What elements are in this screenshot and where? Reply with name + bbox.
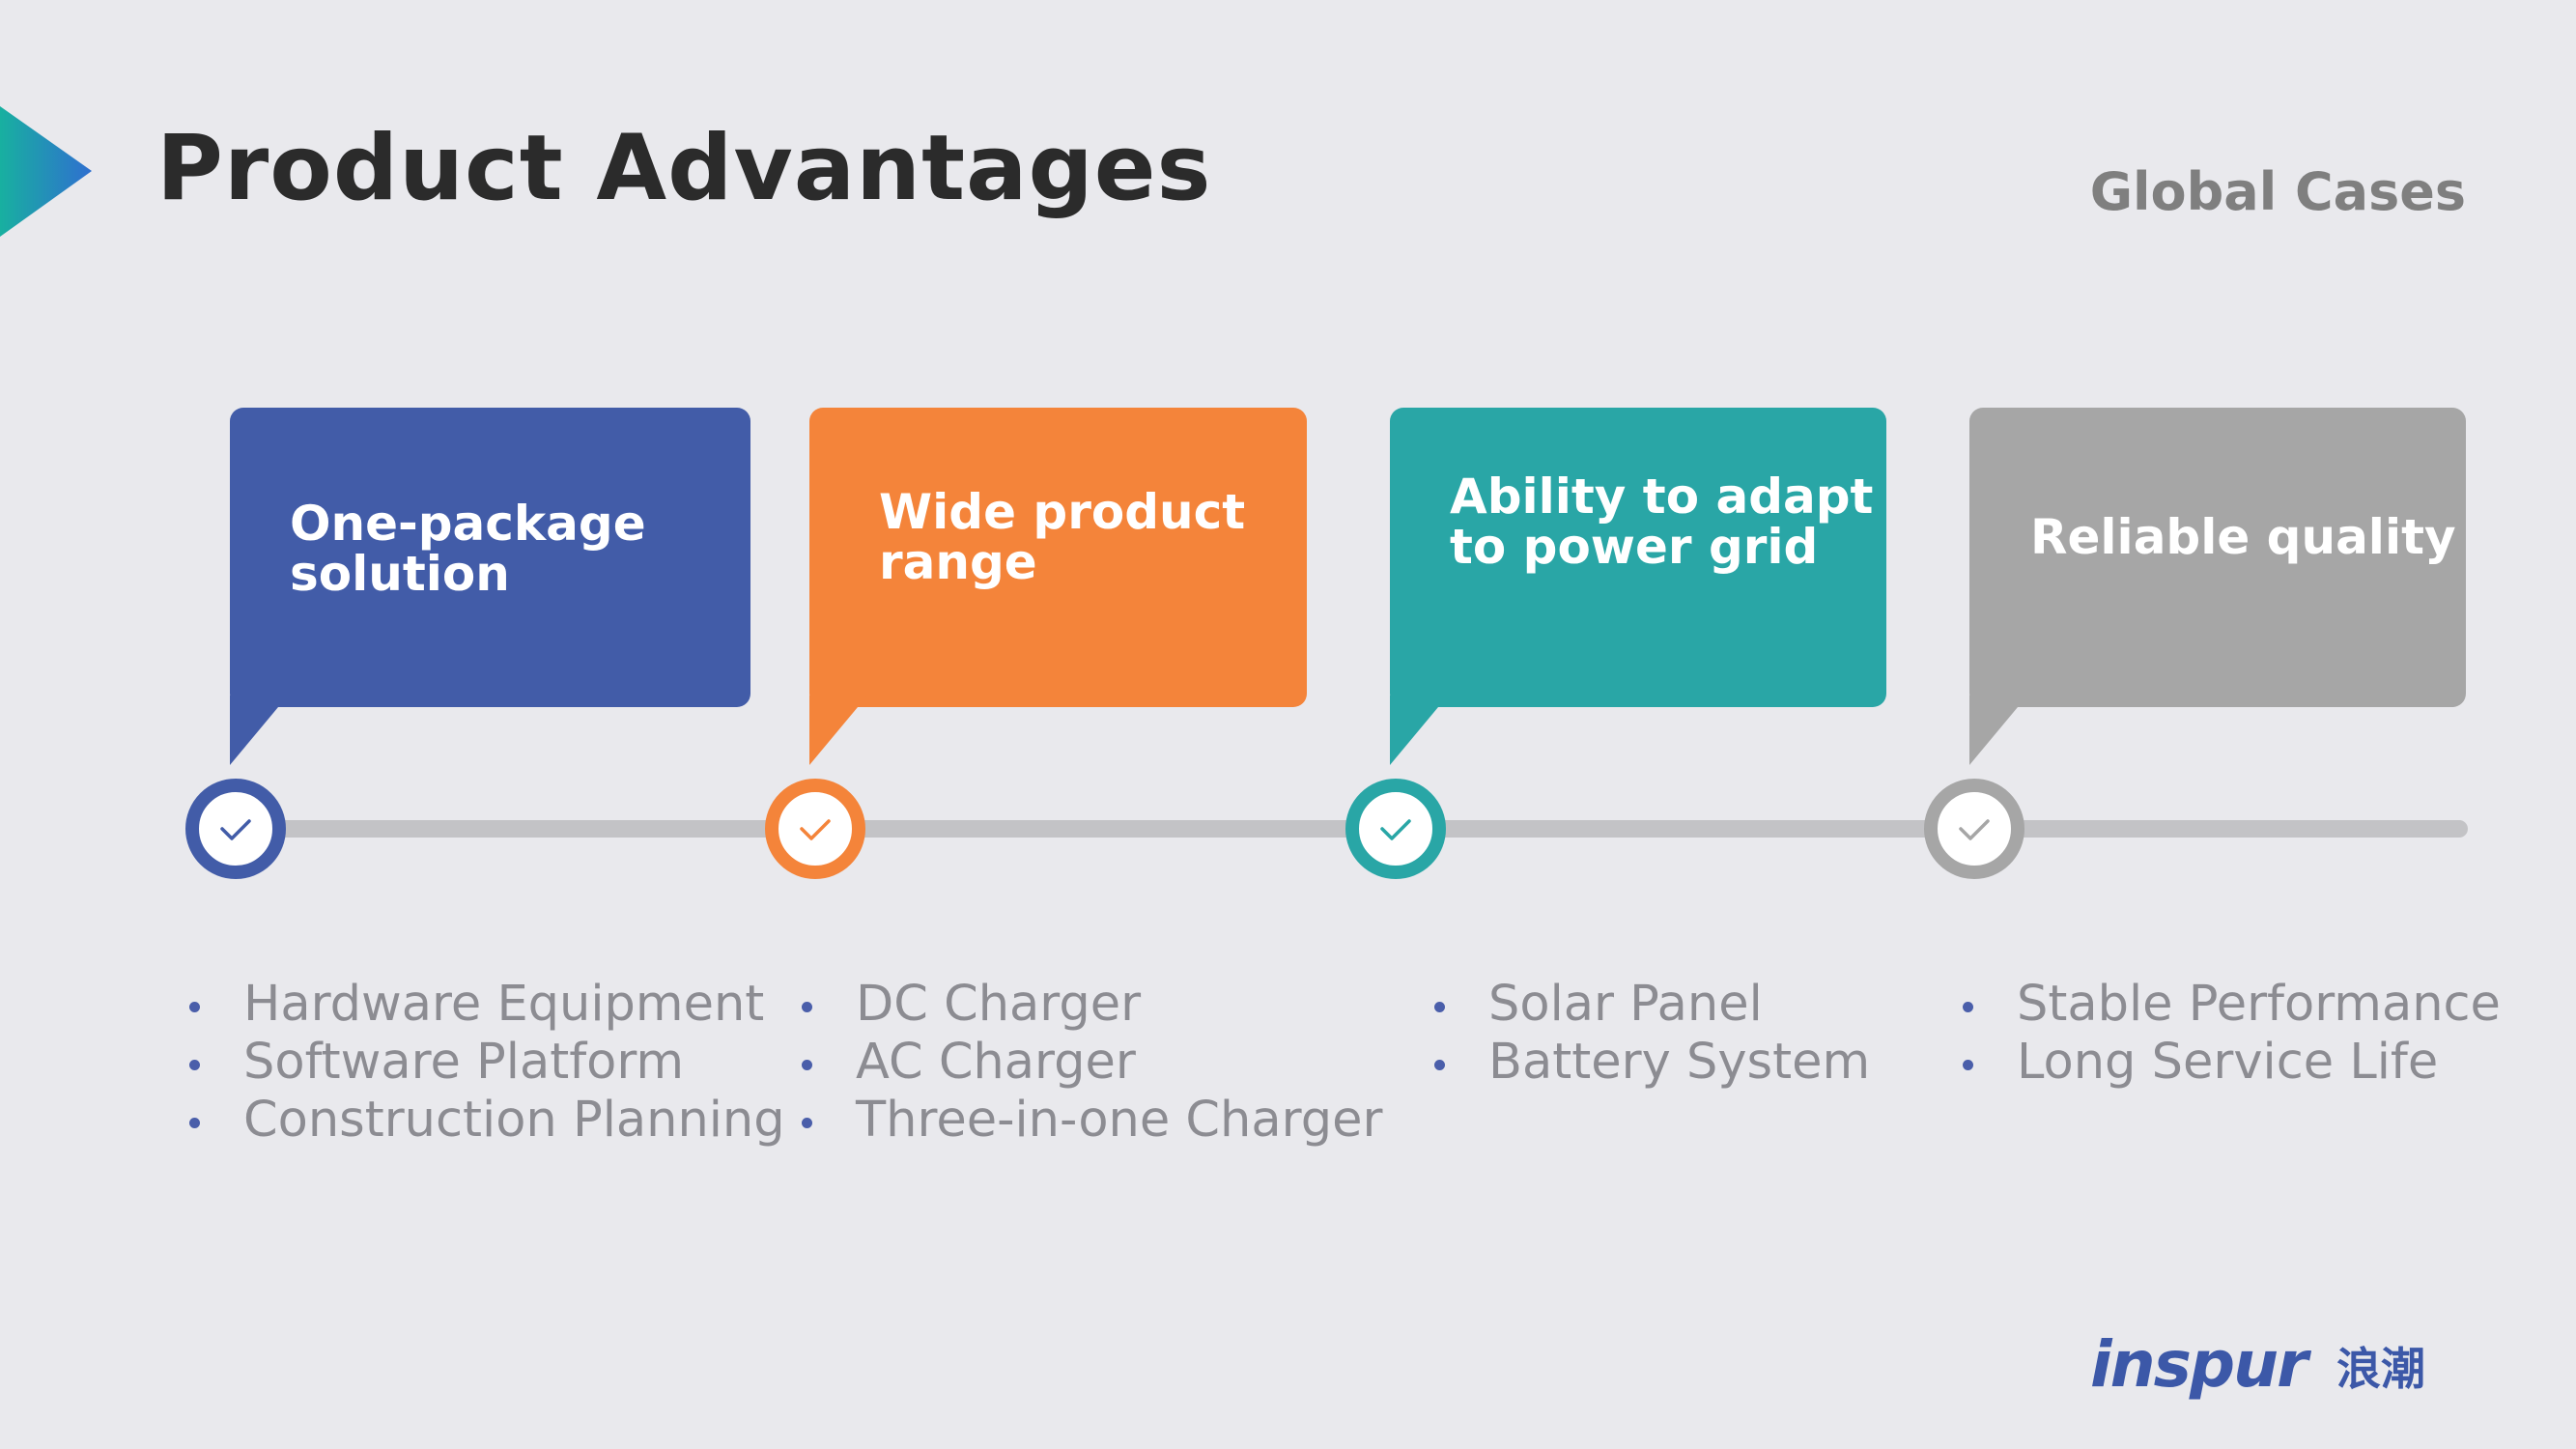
milestone-check-teal — [1345, 779, 1446, 879]
bullet-dot-icon — [1434, 1002, 1445, 1012]
advantage-bubble-product-range: Wide product range — [809, 408, 1307, 765]
list-item: DC Charger — [796, 976, 1382, 1034]
list-item: Software Platform — [184, 1034, 785, 1092]
list-item: Construction Planning — [184, 1092, 785, 1150]
logo-cjk: 浪潮 — [2336, 1343, 2425, 1395]
logo-latin: inspur — [2090, 1336, 2311, 1402]
section-label: Global Cases — [2089, 161, 2466, 222]
bubble-tail — [230, 696, 288, 765]
check-icon — [220, 819, 251, 840]
list-item: Long Service Life — [1957, 1034, 2501, 1092]
bullet-dot-icon — [802, 1002, 812, 1012]
list-item: AC Charger — [796, 1034, 1382, 1092]
list-item: Stable Performance — [1957, 976, 2501, 1034]
list-item: Battery System — [1429, 1034, 1870, 1092]
bullet-dot-icon — [1963, 1060, 1973, 1070]
advantage-bubble-one-package: One-package solution — [230, 408, 750, 765]
check-icon — [1380, 819, 1411, 840]
list-item: Hardware Equipment — [184, 976, 785, 1034]
bubble-tail — [1969, 696, 2027, 765]
milestone-check-gray — [1924, 779, 2024, 879]
advantage-heading: One-package solution — [290, 496, 646, 602]
advantage-heading: Reliable quality — [2030, 509, 2456, 565]
bullet-list-one-package: Hardware Equipment Software Platform Con… — [184, 976, 785, 1150]
bullet-dot-icon — [802, 1118, 812, 1128]
bubble-tail — [809, 696, 867, 765]
advantage-heading: Ability to adapt to power grid — [1450, 469, 1874, 575]
bubble-tail — [1390, 696, 1448, 765]
milestone-check-blue — [185, 779, 286, 879]
bullet-list-power-grid: Solar Panel Battery System — [1429, 976, 1870, 1092]
bullet-list-reliable-quality: Stable Performance Long Service Life — [1957, 976, 2501, 1092]
page-title: Product Advantages — [156, 116, 1212, 221]
list-item: Three-in-one Charger — [796, 1092, 1382, 1150]
bullet-dot-icon — [802, 1060, 812, 1070]
bullet-list-product-range: DC Charger AC Charger Three-in-one Charg… — [796, 976, 1382, 1150]
bullet-dot-icon — [189, 1002, 200, 1012]
inspur-logo: inspur 浪潮 — [2090, 1336, 2425, 1402]
check-icon — [800, 819, 831, 840]
play-arrow-icon — [0, 106, 92, 237]
check-icon — [1959, 819, 1990, 840]
milestone-check-orange — [765, 779, 865, 879]
bullet-dot-icon — [189, 1060, 200, 1070]
advantage-bubble-power-grid: Ability to adapt to power grid — [1390, 408, 1886, 765]
bullet-dot-icon — [189, 1118, 200, 1128]
list-item: Solar Panel — [1429, 976, 1870, 1034]
advantage-bubble-reliable-quality: Reliable quality — [1969, 408, 2466, 765]
bullet-dot-icon — [1963, 1002, 1973, 1012]
advantage-heading: Wide product range — [879, 484, 1246, 590]
bullet-dot-icon — [1434, 1060, 1445, 1070]
